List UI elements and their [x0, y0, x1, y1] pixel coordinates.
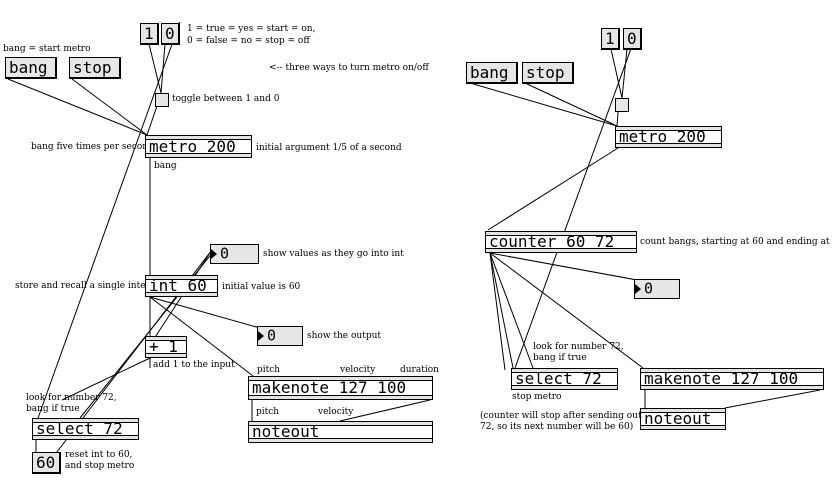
- comment-velocity-bottom: velocity: [318, 407, 354, 417]
- plus-object[interactable]: + 1: [145, 336, 187, 358]
- int-object[interactable]: int 60: [145, 275, 218, 297]
- cord-toggle-to-metro: [146, 105, 158, 136]
- cord-zero-to-select: [37, 21, 181, 419]
- number-triangle-icon: [635, 284, 641, 294]
- number-box-a[interactable]: 0: [210, 244, 259, 264]
- cord-r-msg-zero-to-toggle: [621, 48, 628, 99]
- comment-look-for-1: look for number 72,: [26, 393, 117, 403]
- comment-reset-1: reset int to 60,: [65, 450, 133, 460]
- toggle-right[interactable]: [615, 98, 629, 112]
- comment-bang-out: bang: [154, 161, 177, 171]
- comment-count-bangs: count bangs, starting at 60 and ending a…: [640, 237, 832, 247]
- comment-stop-metro: stop metro: [512, 392, 562, 402]
- comment-counter-note-1: (counter will stop after sending out: [480, 411, 642, 421]
- comment-duration-top: duration: [400, 365, 439, 375]
- cord-r-counter-side: [489, 252, 506, 371]
- cord-bang-to-metro: [7, 78, 148, 136]
- msg-sixty[interactable]: 60: [32, 452, 61, 474]
- cord-msg-one-to-toggle: [148, 43, 162, 94]
- cord-r-msg-one-to-toggle: [610, 48, 623, 99]
- comment-toggle-between: toggle between 1 and 0: [172, 94, 280, 104]
- comment-initial-value: initial value is 60: [222, 282, 301, 292]
- select-object-left[interactable]: select 72: [32, 418, 139, 440]
- comment-add-one: add 1 to the input: [153, 360, 235, 370]
- cord-r-bang-to-metro: [469, 82, 618, 127]
- comment-show-output: show the output: [307, 331, 382, 341]
- cord-r-metro-to-counter: [487, 147, 619, 231]
- noteout-object-left[interactable]: noteout: [248, 421, 433, 443]
- msg-zero[interactable]: 0: [161, 23, 180, 45]
- msg-one-right[interactable]: 1: [601, 28, 620, 50]
- noteout-object-right[interactable]: noteout: [640, 408, 726, 430]
- counter-object[interactable]: counter 60 72: [485, 231, 637, 253]
- msg-one[interactable]: 1: [140, 23, 159, 45]
- select-object-right[interactable]: select 72: [511, 368, 618, 390]
- comment-velocity-top: velocity: [340, 365, 376, 375]
- cord-int-to-makenote: [149, 296, 254, 377]
- comment-store-recall: store and recall a single integer: [15, 281, 161, 291]
- comment-r-look-for-2: bang if true: [533, 353, 587, 363]
- metro-object-left[interactable]: metro 200: [145, 135, 252, 158]
- comment-false-line: 0 = false = no = stop = off: [187, 36, 310, 46]
- cord-int-to-num-b: [149, 296, 261, 329]
- comment-show-values: show values as they go into int: [263, 249, 404, 259]
- cord-makenote-to-noteout-2: [339, 399, 431, 422]
- toggle-left[interactable]: [155, 93, 169, 107]
- msg-stop-right[interactable]: stop: [522, 62, 574, 84]
- number-box-right[interactable]: 0: [634, 279, 680, 299]
- cord-plus-to-select: [61, 357, 151, 401]
- msg-zero-right[interactable]: 0: [623, 28, 642, 50]
- makenote-object-left[interactable]: makenote 127 100: [248, 376, 433, 400]
- comment-three-ways: <-- three ways to turn metro on/off: [269, 63, 429, 73]
- cord-r-counter-to-num: [489, 252, 638, 281]
- number-triangle-icon: [211, 249, 217, 259]
- comment-look-for-2: bang if true: [26, 404, 80, 414]
- metro-object-right[interactable]: metro 200: [615, 126, 722, 148]
- cord-r-counter-to-makenote: [489, 252, 644, 369]
- cord-r-zero-to-select: [514, 31, 638, 369]
- cord-r-counter-to-select: [489, 252, 514, 369]
- msg-stop[interactable]: stop: [69, 57, 121, 79]
- comment-bang-five: bang five times per second: [31, 142, 154, 152]
- comment-r-look-for-1: look for number 72,: [533, 342, 624, 352]
- comment-initial-arg: initial argument 1/5 of a second: [256, 143, 402, 153]
- comment-counter-note-2: 72, so its next number will be 60): [480, 422, 634, 432]
- cord-r-makenote-to-noteout-2: [724, 389, 821, 409]
- comment-pitch-top: pitch: [257, 365, 281, 375]
- msg-bang-right[interactable]: bang: [466, 62, 518, 84]
- comment-true-line: 1 = true = yes = start = on,: [187, 24, 316, 34]
- makenote-object-right[interactable]: makenote 127 100: [640, 368, 824, 390]
- comment-pitch-bottom: pitch: [256, 407, 280, 417]
- cord-r-counter-to-select-2: [489, 252, 534, 369]
- cord-r-stop-to-metro: [524, 82, 618, 127]
- cord-r-toggle-to-metro: [616, 111, 619, 127]
- number-box-b[interactable]: 0: [257, 326, 303, 346]
- cord-stop-to-metro: [71, 78, 148, 136]
- number-triangle-icon: [258, 331, 264, 341]
- comment-bang-start: bang = start metro: [3, 44, 91, 54]
- comment-reset-2: and stop metro: [65, 461, 135, 471]
- msg-bang[interactable]: bang: [5, 57, 57, 79]
